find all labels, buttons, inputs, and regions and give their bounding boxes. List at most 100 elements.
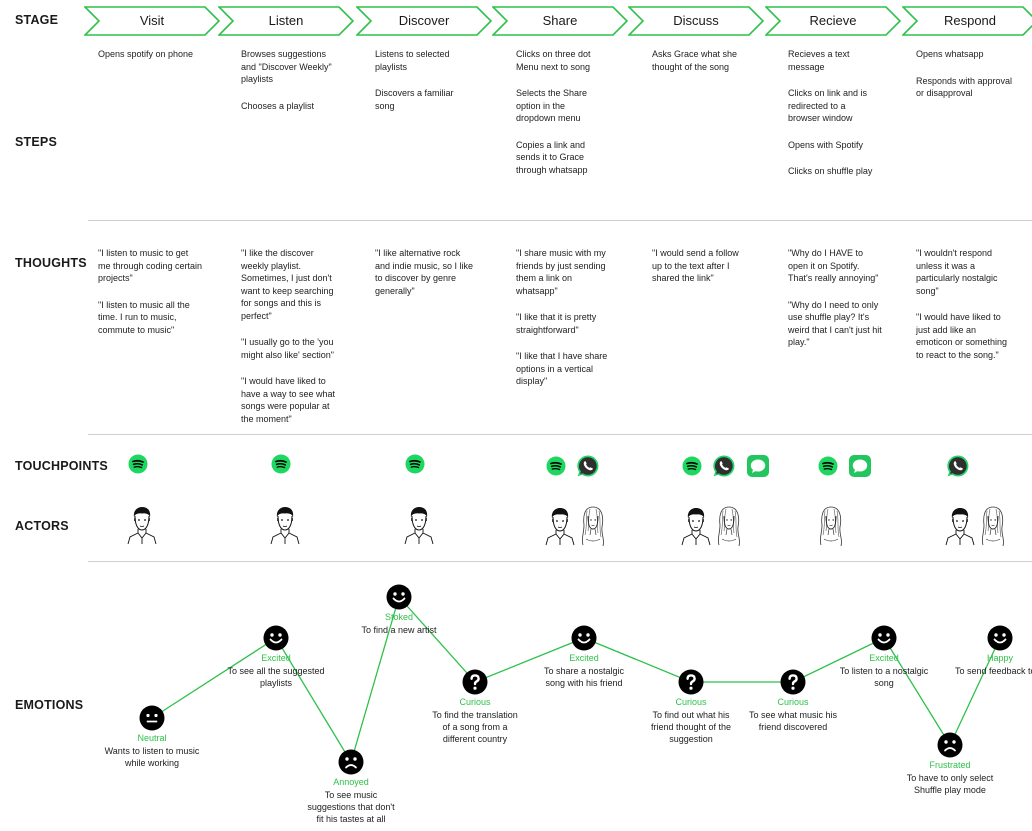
emotion-description: To see all the suggested playlists	[227, 666, 325, 688]
actors-group-2	[269, 505, 301, 545]
emotion-label: Excited	[261, 653, 291, 663]
step-text: Opens with Spotify	[788, 139, 864, 150]
emotion-label: Frustrated	[929, 760, 971, 770]
thoughts-column-6: "Why do I HAVE to open it on Spotify. Th…	[788, 247, 906, 363]
emotion-face	[780, 669, 806, 695]
emotion-label: Happy	[986, 653, 1013, 663]
emotion-label: Curious	[459, 697, 491, 707]
step-text: Discovers a familiar song	[375, 88, 454, 111]
emotion-label: Annoyed	[333, 777, 369, 787]
woman-avatar-icon	[819, 506, 842, 547]
question-face-icon	[462, 669, 488, 695]
question-face-icon	[678, 669, 704, 695]
happy-face-icon	[263, 625, 289, 651]
step-text: Asks Grace what she thought of the song	[652, 49, 738, 72]
emotion-description: To see music suggestions that don't fit …	[307, 790, 395, 824]
emotion-label: Excited	[569, 653, 599, 663]
stage-visit: Visit	[84, 6, 220, 36]
thought-quote: "I listen to music to get me through cod…	[98, 248, 203, 283]
emotion-face	[263, 625, 289, 651]
emotion-face	[571, 625, 597, 651]
man-avatar-icon	[270, 507, 300, 545]
chevron-shape	[492, 6, 628, 36]
row-label-touchpoints: TOUCHPOINTS	[15, 459, 108, 473]
whatsapp-icon	[713, 455, 735, 477]
happy-face-icon	[386, 584, 412, 610]
stage-label: Visit	[139, 13, 165, 28]
actors-group-1	[126, 505, 158, 545]
thought-quote: "I like that it is pretty straightforwar…	[516, 312, 597, 335]
woman-avatar-icon	[981, 506, 1004, 547]
emotion-label: Curious	[675, 697, 707, 707]
thought-quote: "I would have liked to have a way to see…	[241, 376, 336, 424]
thought-quote: "I like alternative rock and indie music…	[375, 248, 474, 296]
step-text: Opens whatsapp	[916, 49, 984, 59]
thought-quote: "I like the discover weekly playlist. So…	[241, 248, 334, 321]
stage-label: Discover	[398, 13, 450, 28]
emotion-face	[139, 705, 165, 731]
emotion-face	[987, 625, 1013, 651]
emotion-description: To find the translation of a song from a…	[432, 710, 518, 744]
stage-label: Listen	[268, 13, 304, 28]
step-text: Clicks on three dot Menu next to song	[516, 49, 591, 72]
stage-discuss: Discuss	[628, 6, 764, 36]
thoughts-column-3: "I like alternative rock and indie music…	[375, 247, 493, 311]
chevron-shape	[356, 6, 492, 36]
steps-column-2: Browses suggestions and "Discover Weekly…	[241, 48, 359, 126]
step-text: Chooses a playlist	[241, 100, 315, 111]
step-text: Clicks on link and is redirected to a br…	[788, 88, 868, 123]
touchpoints-group-1	[128, 454, 148, 474]
woman-avatar-icon	[581, 506, 604, 547]
touchpoints-group-2	[271, 454, 291, 474]
row-label-thoughts: THOUGHTS	[15, 256, 87, 270]
touchpoints-group-3	[405, 454, 425, 474]
thoughts-column-2: "I like the discover weekly playlist. So…	[241, 247, 359, 439]
man-avatar-icon	[945, 508, 975, 546]
chevron-shape	[628, 6, 764, 36]
emotion-description: Wants to listen to music while working	[104, 746, 200, 768]
stage-label: Share	[542, 13, 578, 28]
step-text: Browses suggestions and "Discover Weekly…	[241, 49, 332, 84]
emotion-label: Excited	[869, 653, 899, 663]
divider-actors-emotions	[88, 561, 1032, 562]
thought-quote: "I share music with my friends by just s…	[516, 248, 606, 296]
actors-group-3	[403, 505, 435, 545]
row-label-stage: STAGE	[15, 13, 59, 27]
thought-quote: "I usually go to the 'you might also lik…	[241, 337, 334, 360]
whatsapp-icon	[947, 455, 969, 477]
man-avatar-icon	[404, 507, 434, 545]
stage-label: Discuss	[673, 13, 719, 28]
chevron-shape	[765, 6, 901, 36]
actors-group-5	[680, 505, 744, 547]
spotify-icon	[818, 456, 838, 476]
row-label-steps: STEPS	[15, 135, 57, 149]
divider-thoughts-touchpoints	[88, 434, 1032, 435]
stage-share: Share	[492, 6, 628, 36]
man-avatar-icon	[681, 508, 711, 546]
thought-quote: "I listen to music all the time. I run t…	[98, 299, 190, 335]
thoughts-column-4: "I share music with my friends by just s…	[516, 247, 634, 402]
emotion-description: To see what music his friend discovered	[748, 710, 838, 732]
emotion-description: To have to only select Shuffle play mode	[906, 773, 994, 795]
emotion-description: To send feedback to his friend on what h…	[955, 666, 1032, 676]
chevron-shape	[902, 6, 1032, 36]
step-text: Clicks on shuffle play	[788, 166, 873, 176]
thought-quote: "I like that I have share options in a v…	[516, 351, 608, 386]
touchpoints-group-7	[946, 454, 970, 478]
stage-listen: Listen	[218, 6, 354, 36]
whatsapp-icon	[577, 455, 599, 477]
thought-quote: "Why do I need to only use shuffle play?…	[788, 299, 882, 348]
thought-quote: "I would have liked to just add like an …	[916, 312, 1008, 360]
spotify-icon	[271, 454, 291, 474]
spotify-icon	[546, 456, 566, 476]
stage-recieve: Recieve	[765, 6, 901, 36]
stage-label: Recieve	[809, 13, 857, 28]
step-text: Opens spotify on phone	[98, 49, 194, 59]
emotion-face	[937, 732, 963, 758]
step-text: Copies a link and sends it to Grace thro…	[516, 139, 588, 175]
messages-icon	[849, 455, 871, 477]
step-text: Selects the Share option in the dropdown…	[516, 88, 588, 123]
